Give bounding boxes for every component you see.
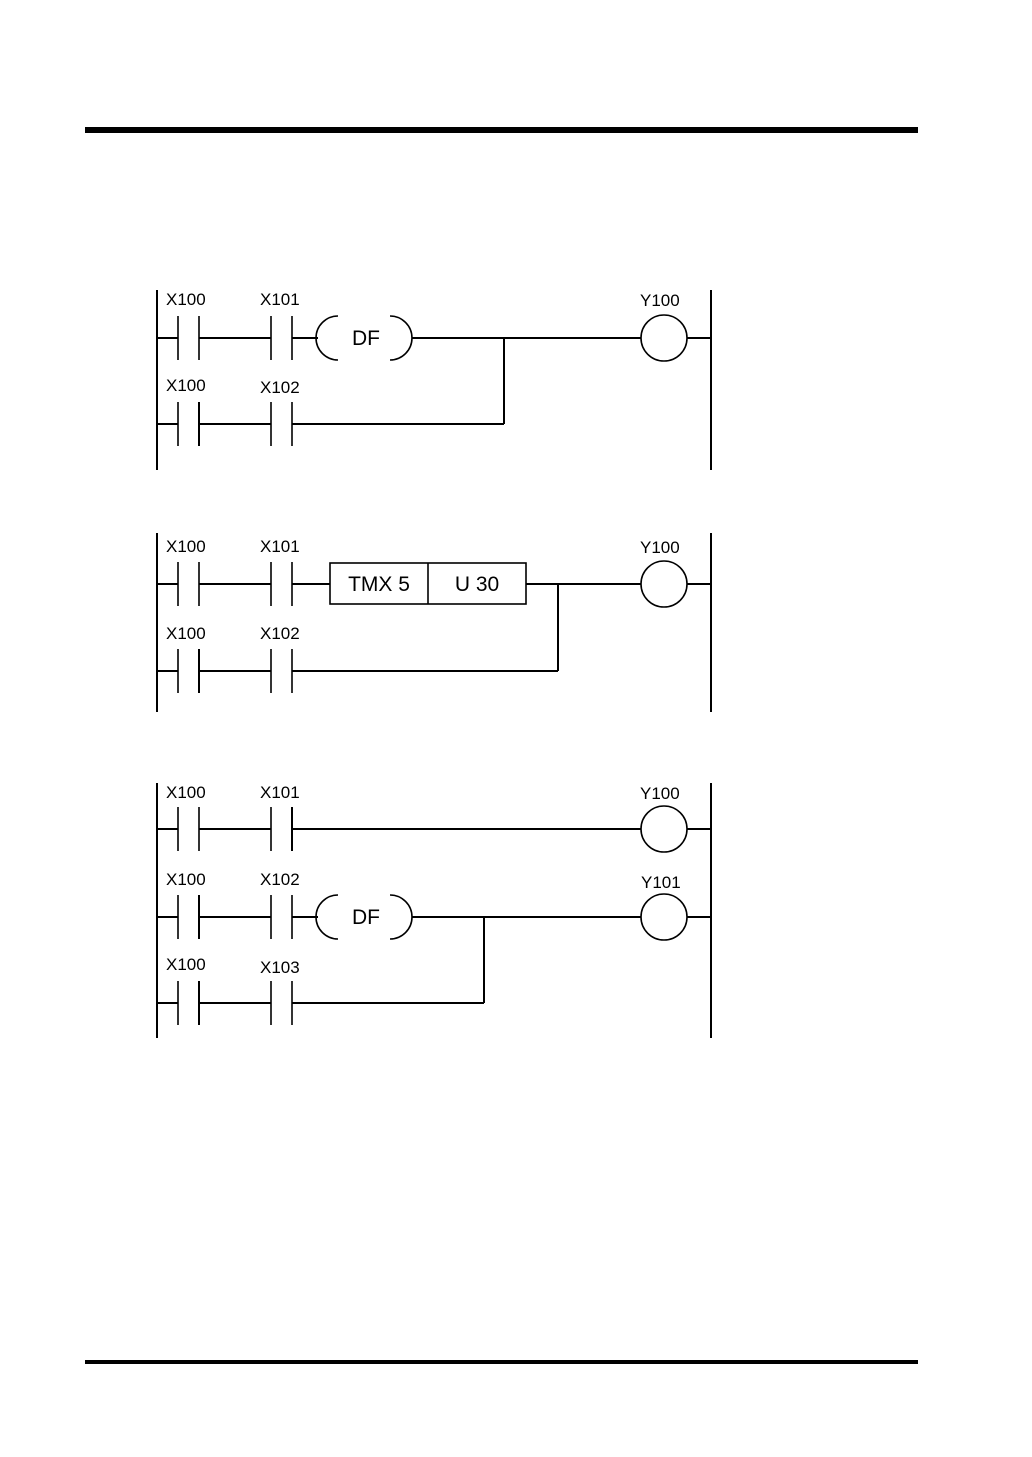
df-instruction-label: DF <box>352 906 380 929</box>
contact-label: X100 <box>166 376 206 395</box>
contact-label: X102 <box>260 624 300 643</box>
df-instruction-right-bracket <box>390 316 412 360</box>
coil-label: Y101 <box>641 873 681 892</box>
contact-label: X100 <box>166 537 206 556</box>
df-instruction-left-bracket <box>316 316 338 360</box>
rung-1: X100 X101 Y100 DF <box>157 290 711 361</box>
output-coil <box>641 315 687 361</box>
contact-label: X101 <box>260 783 300 802</box>
contact-label: X100 <box>166 290 206 309</box>
output-coil <box>641 806 687 852</box>
ladder-diagram-3: X100 X101 Y100 X100 X102 Y101 <box>157 783 711 1038</box>
contact-label: X101 <box>260 290 300 309</box>
timer-instruction-label: TMX 5 <box>348 573 410 596</box>
coil-label: Y100 <box>640 291 680 310</box>
df-instruction-right-bracket <box>390 895 412 939</box>
contact-label: X100 <box>166 783 206 802</box>
ladder-diagram-1: X100 X101 Y100 DF X100 X102 <box>157 290 711 470</box>
rung-2: X100 X102 <box>157 584 558 693</box>
contact-label: X103 <box>260 958 300 977</box>
contact-label: X102 <box>260 378 300 397</box>
coil-label: Y100 <box>640 538 680 557</box>
output-coil <box>641 894 687 940</box>
df-instruction-label: DF <box>352 327 380 350</box>
rung-3: X100 X103 <box>157 917 484 1025</box>
contact-label: X102 <box>260 870 300 889</box>
df-instruction-left-bracket <box>316 895 338 939</box>
timer-setting-label: U 30 <box>455 573 499 596</box>
contact-label: X101 <box>260 537 300 556</box>
rung-2: X100 X102 <box>157 338 504 446</box>
coil-label: Y100 <box>640 784 680 803</box>
ladder-diagram-2: X100 X101 Y100 TMX 5 U 30 X100 X102 <box>157 533 711 712</box>
output-coil <box>641 561 687 607</box>
rung-1: X100 X101 Y100 TMX 5 U 30 <box>157 537 711 607</box>
rung-1: X100 X101 Y100 <box>157 783 711 852</box>
contact-label: X100 <box>166 624 206 643</box>
contact-label: X100 <box>166 870 206 889</box>
contact-label: X100 <box>166 955 206 974</box>
rung-2: X100 X102 Y101 DF <box>157 870 711 940</box>
